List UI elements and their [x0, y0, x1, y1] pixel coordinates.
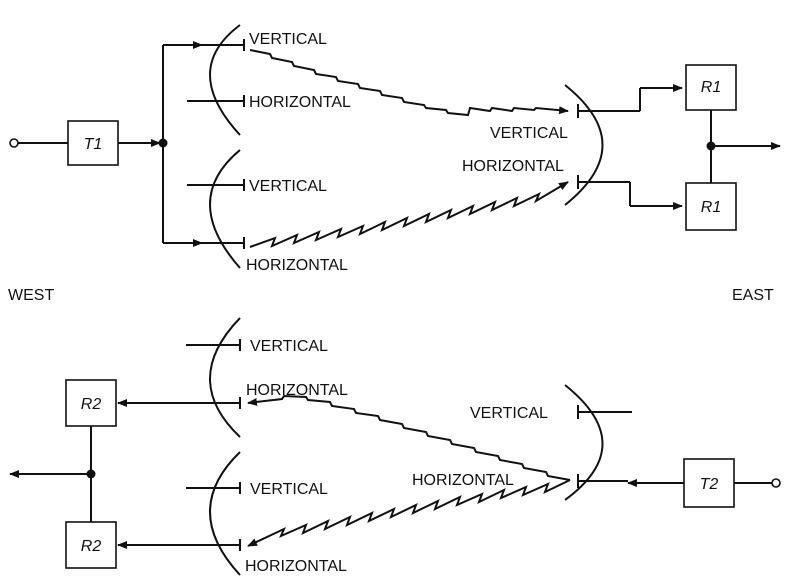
west-upper-vertical-label: VERTICAL — [249, 31, 327, 48]
t2-label: T2 — [700, 476, 719, 493]
west-lower-vertical-label: VERTICAL — [249, 178, 327, 195]
east-dish-top — [564, 84, 604, 206]
r1-upper-box — [685, 64, 737, 111]
west-lower-horizontal-label: HORIZONTAL — [246, 257, 348, 274]
east-dish-bottom — [564, 384, 604, 501]
bottom-west-upper-vertical-label: VERTICAL — [250, 338, 328, 355]
propagation-path-vertical-top — [249, 49, 569, 117]
west-dish-bottom-upper — [209, 317, 241, 438]
t1-label: T1 — [84, 136, 103, 153]
east-top-horizontal-label: HORIZONTAL — [462, 158, 564, 175]
r1-lower-label: R1 — [701, 199, 721, 216]
bottom-west-upper-horizontal-label: HORIZONTAL — [246, 382, 348, 399]
bottom-west-lower-vertical-label: VERTICAL — [250, 481, 328, 498]
input-terminal-bottom — [771, 478, 781, 488]
r2-lower-label: R2 — [81, 538, 102, 555]
east-top-vertical-label: VERTICAL — [490, 125, 568, 142]
r2-lower-box — [65, 521, 117, 569]
r1-lower-box — [685, 182, 737, 231]
east-bottom-vertical-label: VERTICAL — [470, 405, 548, 422]
west-upper-horizontal-label: HORIZONTAL — [249, 94, 351, 111]
west-label: WEST — [8, 287, 54, 304]
west-dish-lower — [209, 149, 241, 269]
east-bottom-horizontal-label: HORIZONTAL — [412, 472, 514, 489]
propagation-path-bottom-upper — [247, 394, 571, 481]
r2-upper-box — [65, 379, 117, 427]
east-label: EAST — [732, 287, 774, 304]
propagation-path-horizontal-top — [249, 181, 569, 248]
r2-upper-label: R2 — [81, 396, 102, 413]
west-dish-upper — [209, 24, 241, 136]
bottom-west-lower-horizontal-label: HORIZONTAL — [245, 558, 347, 575]
input-terminal-top — [9, 138, 19, 148]
r1-upper-label: R1 — [701, 79, 721, 96]
west-dish-bottom-lower — [209, 451, 241, 576]
propagation-path-bottom-lower — [247, 479, 571, 547]
